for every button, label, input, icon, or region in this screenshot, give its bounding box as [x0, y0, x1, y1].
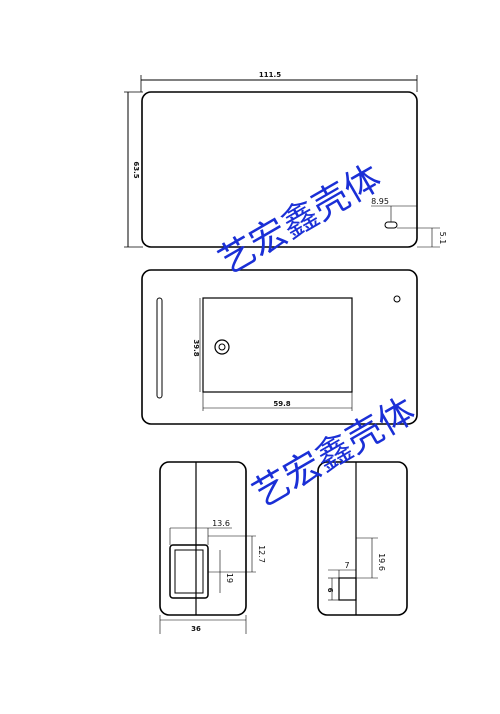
right-port [338, 577, 357, 601]
right-side-view: 7 19.6 6 [317, 461, 408, 616]
right-port-width-label: 7 [344, 561, 349, 570]
hole-size-label: 5.1 [438, 232, 447, 245]
bottom-view-body [141, 269, 418, 425]
screw-outer [214, 339, 230, 355]
left-side-body [159, 461, 247, 616]
slot-hole [384, 221, 398, 229]
screw-inner [218, 343, 226, 351]
bottom-view: 39.8 59.8 [141, 269, 418, 425]
bottom-view-slot [156, 297, 163, 399]
top-view: 111.5 63.5 8.95 5.1 [124, 71, 447, 248]
watermark-bottom: 艺宏鑫壳体 [246, 390, 422, 516]
port-height-outer-label: 12.7 [257, 545, 266, 563]
right-port-small-label: 6 [326, 588, 334, 593]
side-width-label: 36 [191, 625, 201, 633]
port-outer [169, 544, 209, 599]
hole-offset-label: 8.95 [371, 197, 389, 206]
right-side-body [317, 461, 408, 616]
small-hole [393, 295, 401, 303]
right-port-height-label: 19.6 [377, 553, 386, 571]
port-height-inner-label: 19 [225, 573, 234, 583]
top-width-label: 111.5 [259, 71, 281, 79]
top-view-body [141, 91, 418, 248]
port-width-label: 13.6 [212, 519, 230, 528]
left-side-view: 13.6 12.7 19 36 [159, 461, 266, 634]
window-height-label: 39.8 [192, 339, 200, 356]
watermark-top: 艺宏鑫壳体 [212, 157, 388, 283]
window-width-label: 59.8 [273, 400, 290, 408]
battery-window [202, 297, 353, 393]
port-inner [174, 549, 204, 594]
top-height-label: 63.5 [132, 161, 140, 178]
